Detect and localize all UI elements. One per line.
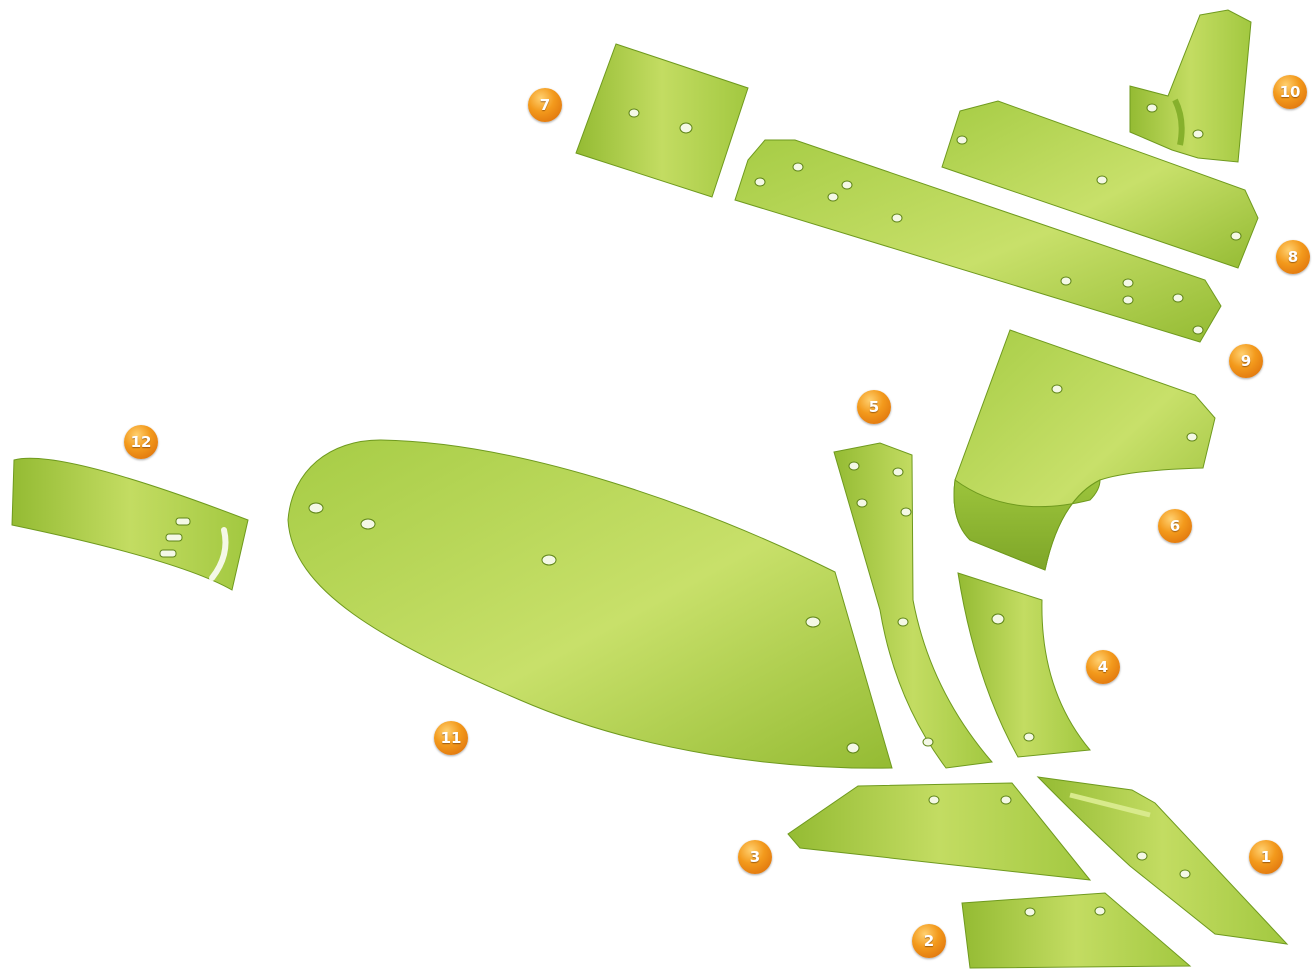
callout-11: 11 [434,721,468,755]
callout-6: 6 [1158,509,1192,543]
callout-12: 12 [124,425,158,459]
callout-9: 9 [1229,344,1263,378]
part-12-extension [12,458,248,590]
callout-10: 10 [1273,75,1307,109]
part-10-bracket [1130,10,1251,162]
part-4-plate [958,573,1090,757]
callout-2: 2 [912,924,946,958]
callout-8: 8 [1276,240,1310,274]
callout-5: 5 [857,390,891,424]
part-2-share [962,893,1190,968]
callout-1: 1 [1249,840,1283,874]
callout-4: 4 [1086,650,1120,684]
part-3-share [788,783,1090,880]
callout-3: 3 [738,840,772,874]
part-7-plate [576,44,748,197]
part-11-mouldboard [288,440,892,768]
callout-7: 7 [528,88,562,122]
